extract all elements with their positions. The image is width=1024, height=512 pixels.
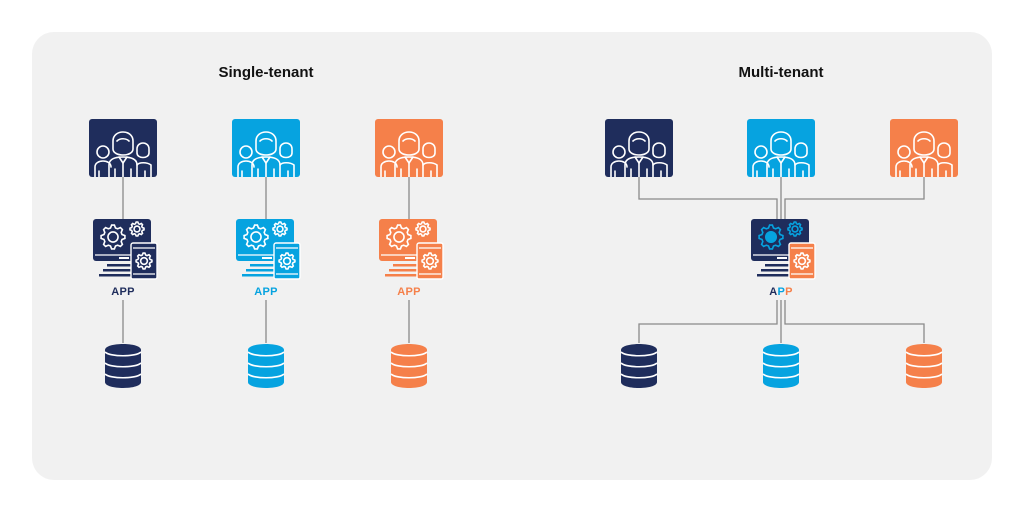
users-group-icon <box>232 119 300 182</box>
database-icon <box>762 343 800 394</box>
app-label: APP <box>111 286 135 298</box>
app-label: APP <box>254 286 278 298</box>
app-settings-icon <box>93 219 159 286</box>
app-settings-icon <box>236 219 302 286</box>
single-tenant-title: Single-tenant <box>218 64 314 81</box>
diagram-panel <box>32 32 992 480</box>
shared-app-settings-icon <box>751 219 817 286</box>
shared-app-label: APP <box>769 286 793 298</box>
app-label-letter: A <box>769 286 778 298</box>
users-group-icon <box>89 119 157 182</box>
database-icon <box>104 343 142 394</box>
database-icon <box>620 343 658 394</box>
multi-tenant-title: Multi-tenant <box>738 64 824 81</box>
database-icon <box>905 343 943 394</box>
users-group-icon <box>605 119 673 182</box>
users-group-icon <box>375 119 443 182</box>
database-icon <box>247 343 285 394</box>
app-settings-icon <box>379 219 445 286</box>
users-group-icon <box>747 119 815 182</box>
app-label-letter: P <box>785 286 793 298</box>
app-label: APP <box>397 286 421 298</box>
database-icon <box>390 343 428 394</box>
app-label-letter: P <box>777 286 786 298</box>
users-group-icon <box>890 119 958 182</box>
